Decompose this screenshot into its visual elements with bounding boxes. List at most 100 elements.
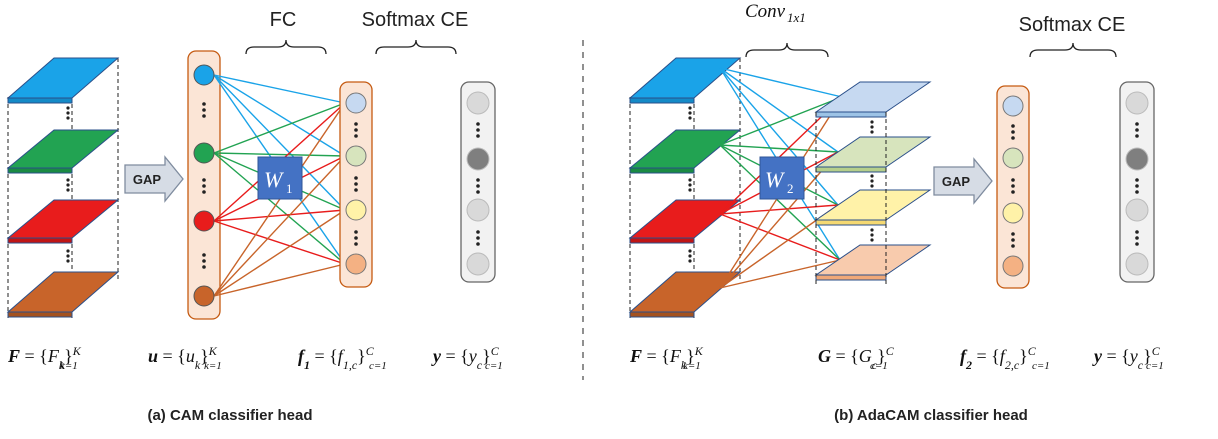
ellipsis-dot xyxy=(1135,236,1139,240)
ellipsis-dot xyxy=(870,125,874,129)
eq-part: } xyxy=(357,346,366,366)
w2-sub: 2 xyxy=(787,181,794,196)
conv-sub: 1x1 xyxy=(787,10,806,25)
ellipsis-dot xyxy=(1135,128,1139,132)
eq-part: } xyxy=(1143,346,1152,366)
eq-part: C xyxy=(491,344,500,358)
softmax-label-a: Softmax CE xyxy=(362,9,469,31)
ellipsis-dot xyxy=(66,178,70,182)
eq-part: = { xyxy=(20,346,48,366)
ellipsis-dot xyxy=(476,236,480,240)
ellipsis-dot xyxy=(476,128,480,132)
ellipsis-dot xyxy=(66,116,70,120)
map-blue-top xyxy=(6,57,120,99)
ellipsis-dot xyxy=(354,182,358,186)
eq-part: k xyxy=(195,358,201,372)
ellipsis-dot xyxy=(1011,136,1015,140)
map-orange-top xyxy=(6,271,120,313)
eq-range-sub: c=1 xyxy=(870,360,888,372)
w1-box xyxy=(257,156,303,200)
f2-node xyxy=(1002,202,1024,224)
eq-part: 2,c xyxy=(1005,358,1020,372)
f1-node xyxy=(345,199,367,221)
eq-part: y xyxy=(431,346,442,366)
ellipsis-dot xyxy=(1135,242,1139,246)
eq-part: C xyxy=(1152,344,1161,358)
ellipsis-dot xyxy=(202,178,206,182)
eq-part: = { xyxy=(1102,346,1130,366)
gap-label: GAP xyxy=(133,172,162,187)
fc-connection xyxy=(213,263,346,297)
map-orange-edge xyxy=(629,311,695,318)
u-node xyxy=(193,210,215,232)
eq-part: u xyxy=(148,346,158,366)
eq-G: G = {Gc}C xyxy=(818,344,895,372)
ellipsis-dot xyxy=(1011,244,1015,248)
feature-stack-a xyxy=(6,57,120,318)
fc-connection xyxy=(213,209,346,222)
ellipsis-dot xyxy=(202,114,206,118)
ellipsis-dot xyxy=(870,228,874,232)
ellipsis-dot xyxy=(870,238,874,242)
eq-part: k xyxy=(681,358,687,372)
ellipsis-dot xyxy=(66,106,70,110)
y-vector-box xyxy=(1119,81,1155,283)
ellipsis-dot xyxy=(870,179,874,183)
feature-stack-b xyxy=(628,57,742,318)
ellipsis-dot xyxy=(66,111,70,115)
eq-part: y xyxy=(467,346,477,366)
eq-F-a: F = {Fk}K xyxy=(7,344,82,372)
ellipsis-dot xyxy=(354,236,358,240)
eq-range-sub: k=1 xyxy=(60,360,78,372)
g-map-0-top xyxy=(814,81,932,113)
ellipsis-dot xyxy=(688,188,692,192)
eq-part: 2 xyxy=(965,358,972,372)
eq-part: F xyxy=(7,346,20,366)
fc-connection xyxy=(213,152,346,157)
gap-arrow: GAP xyxy=(933,157,993,205)
eq-part: F xyxy=(47,346,60,366)
y-node xyxy=(1125,147,1149,171)
eq-part: K xyxy=(694,344,704,358)
eq-part: = { xyxy=(158,346,186,366)
g-map-2-edge xyxy=(815,219,887,226)
eq-range-sub: c=1 xyxy=(1146,360,1164,372)
eq-range-sub: c=1 xyxy=(1032,360,1050,372)
eq-part: f xyxy=(338,346,346,366)
fc-label: FC xyxy=(270,9,297,31)
ellipsis-dot xyxy=(476,178,480,182)
eq-part: K xyxy=(72,344,82,358)
fc-connection xyxy=(213,220,346,265)
conv-connection xyxy=(719,144,841,261)
eq-part: C xyxy=(1028,344,1037,358)
eq-part: y xyxy=(1128,346,1138,366)
ellipsis-dot xyxy=(202,102,206,106)
map-red-top xyxy=(628,199,742,239)
map-red-top xyxy=(6,199,120,239)
ellipsis-dot xyxy=(1135,122,1139,126)
eq-part: F xyxy=(629,346,642,366)
ellipsis-dot xyxy=(688,111,692,115)
ellipsis-dot xyxy=(1011,232,1015,236)
w2-box xyxy=(759,156,805,200)
ellipsis-dot xyxy=(1011,184,1015,188)
g-map-1-edge xyxy=(815,166,887,173)
softmax-label-b: Softmax CE xyxy=(1019,14,1126,36)
eq-f1: f1 = {f1,c}C xyxy=(298,344,375,372)
eq-part: = { xyxy=(441,346,469,366)
u-node xyxy=(193,142,215,164)
ellipsis-dot xyxy=(688,259,692,263)
ellipsis-dot xyxy=(354,242,358,246)
ellipsis-dot xyxy=(1011,190,1015,194)
conv-label: Conv xyxy=(745,1,786,22)
map-orange-top xyxy=(628,271,742,313)
eq-range-sub: k=1 xyxy=(683,360,701,372)
w1-sub: 1 xyxy=(286,181,293,196)
ellipsis-dot xyxy=(1011,130,1015,134)
fc-connection xyxy=(213,74,346,104)
map-green-edge xyxy=(7,167,73,174)
gap-arrow: GAP xyxy=(124,155,184,203)
eq-part: K xyxy=(208,344,218,358)
ellipsis-dot xyxy=(476,134,480,138)
